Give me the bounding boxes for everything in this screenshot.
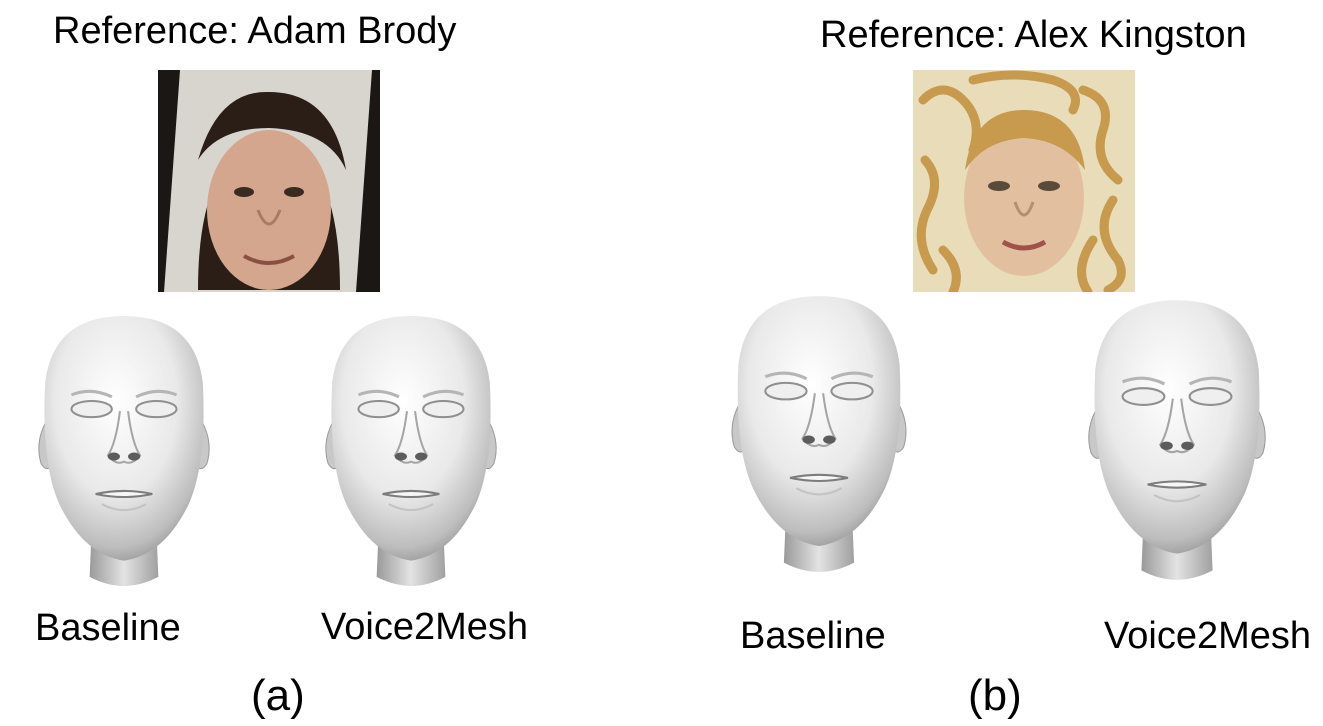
mesh-label-baseline-b: Baseline	[740, 615, 886, 657]
mesh-baseline-a	[33, 312, 215, 590]
reference-title-b: Reference: Alex Kingston	[820, 14, 1247, 56]
reference-title-a: Reference: Adam Brody	[53, 10, 457, 52]
mesh-label-voice2mesh-b: Voice2Mesh	[1104, 615, 1312, 657]
mesh-label-baseline-a: Baseline	[35, 607, 181, 649]
mesh-voice2mesh-b	[1080, 296, 1274, 584]
mesh-baseline-b	[724, 292, 914, 576]
reference-photo-alex-kingston	[913, 70, 1135, 292]
reference-photo-adam-brody	[158, 70, 380, 292]
panel-label-b: (b)	[968, 671, 1022, 720]
mesh-label-voice2mesh-a: Voice2Mesh	[321, 606, 529, 648]
mesh-voice2mesh-a	[316, 312, 506, 590]
panel-label-a: (a)	[251, 671, 305, 720]
